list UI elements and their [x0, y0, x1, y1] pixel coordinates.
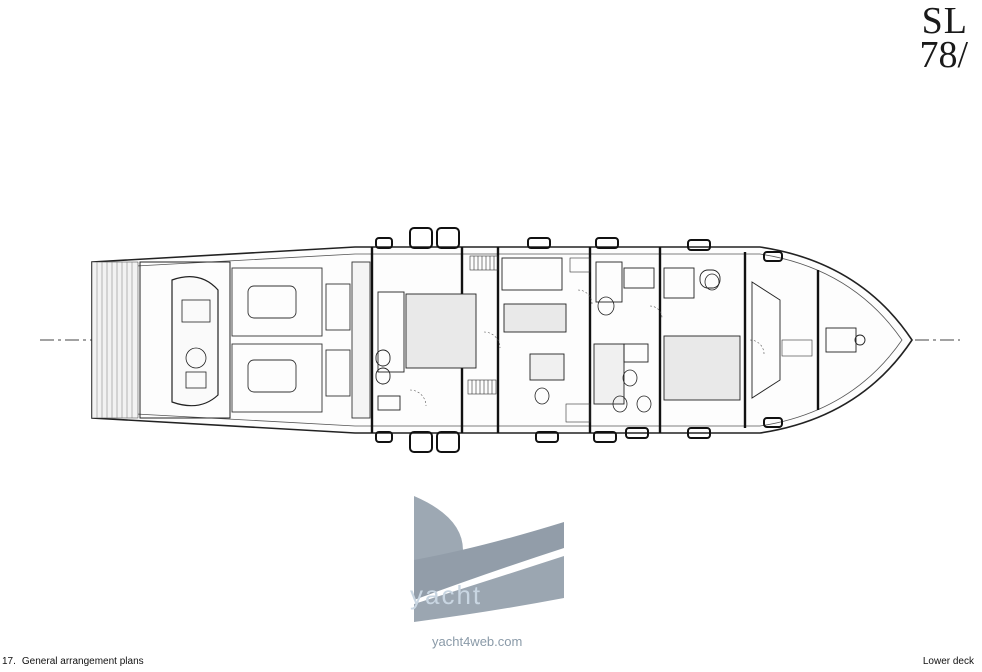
hull-inner-line [99, 253, 903, 427]
hull-windows [375, 227, 783, 453]
guest-cabins [501, 257, 741, 405]
bathroom-fixtures [534, 273, 720, 413]
master-cabin [375, 291, 477, 411]
forepeak [751, 281, 866, 399]
model-logo-line2: 78/ [919, 34, 968, 76]
watermark-logo [414, 496, 564, 622]
footer-caption: 17. General arrangement plans [2, 656, 144, 667]
aft-crew-area [231, 261, 371, 419]
model-logo: SL 78/ [919, 0, 968, 76]
page-number: 17. [2, 656, 16, 667]
watermark-text: yacht [410, 580, 483, 610]
swim-platform [91, 261, 139, 419]
tender-boat [139, 261, 231, 419]
model-logo-line1: SL [921, 0, 968, 42]
watermark-url: yacht4web.com [432, 634, 523, 649]
section-title: General arrangement plans [21, 656, 144, 667]
deck-label: Lower deck [922, 656, 974, 667]
stairs [467, 255, 813, 423]
